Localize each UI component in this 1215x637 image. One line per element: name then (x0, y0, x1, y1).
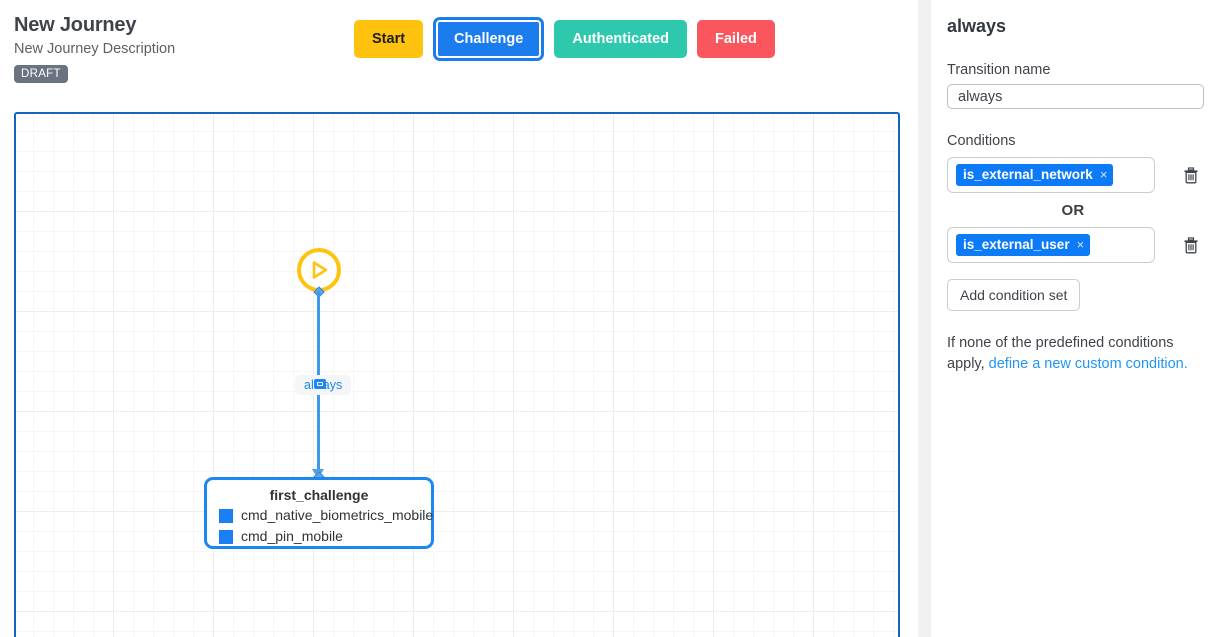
start-node[interactable] (297, 248, 341, 292)
state-buttons-toolbar: Start Challenge Authenticated Failed (354, 17, 775, 61)
panel-help-prefix: If none of the predefined conditions app… (947, 335, 1174, 372)
page-description: New Journey Description (14, 41, 176, 57)
condition-tag-remove-icon[interactable]: × (1076, 237, 1085, 252)
condition-tag[interactable]: is_external_user × (956, 234, 1091, 256)
delete-condition-set-button[interactable] (1183, 166, 1199, 187)
edge-label-edit-icon[interactable] (314, 379, 326, 389)
or-divider: OR (1061, 202, 1085, 219)
add-condition-set-button[interactable]: Add condition set (947, 279, 1081, 311)
node-item-label: cmd_pin_mobile (241, 528, 343, 544)
transition-side-panel: always Transition name Conditions is_ext… (931, 0, 1215, 637)
state-button-challenge[interactable]: Challenge (433, 17, 545, 61)
node-item-square-icon (219, 529, 233, 544)
node-title: first_challenge (269, 487, 369, 503)
state-button-challenge-inner: Challenge (436, 20, 542, 58)
transition-name-label: Transition name (947, 62, 1051, 78)
condition-tag[interactable]: is_external_network × (956, 164, 1114, 186)
state-button-challenge-label: Challenge (454, 31, 524, 47)
main-area: New Journey New Journey Description DRAF… (14, 0, 931, 637)
state-button-start-label: Start (372, 31, 406, 47)
page-title: New Journey (14, 14, 137, 36)
state-button-authenticated[interactable]: Authenticated (554, 20, 688, 58)
play-icon (308, 259, 330, 281)
state-button-authenticated-label: Authenticated (572, 31, 670, 47)
condition-tag-remove-icon[interactable]: × (1099, 167, 1108, 182)
journey-header: New Journey New Journey Description DRAF… (14, 12, 344, 83)
panel-title: always (947, 16, 1007, 36)
status-badge: DRAFT (14, 65, 68, 83)
state-button-failed-label: Failed (715, 31, 757, 47)
node-first-challenge[interactable]: first_challenge cmd_native_biometrics_mo… (204, 477, 434, 549)
node-item[interactable]: cmd_native_biometrics_mobile (207, 506, 434, 525)
condition-set-row: is_external_network × (947, 157, 1199, 193)
transition-name-input[interactable] (947, 84, 1204, 109)
trash-icon (1183, 166, 1199, 187)
custom-condition-link[interactable]: define a new custom condition. (988, 356, 1188, 372)
node-item-square-icon (219, 508, 233, 523)
canvas-scrollbar[interactable] (918, 0, 931, 637)
flow-canvas[interactable]: always first_challenge cmd_native_biomet… (14, 112, 900, 637)
state-button-start[interactable]: Start (354, 20, 424, 58)
condition-tag-label: is_external_network (963, 167, 1093, 182)
node-item-label: cmd_native_biometrics_mobile (241, 507, 434, 523)
condition-set-row: is_external_user × (947, 227, 1199, 263)
node-item[interactable]: cmd_pin_mobile (207, 527, 431, 546)
condition-tag-label: is_external_user (963, 237, 1070, 252)
panel-help-text: If none of the predefined conditions app… (947, 333, 1197, 375)
condition-set-box[interactable]: is_external_user × (947, 227, 1155, 263)
trash-icon (1183, 236, 1199, 257)
conditions-label: Conditions (947, 133, 1016, 149)
delete-condition-set-button[interactable] (1183, 236, 1199, 257)
condition-set-box[interactable]: is_external_network × (947, 157, 1155, 193)
state-button-failed[interactable]: Failed (697, 20, 775, 58)
